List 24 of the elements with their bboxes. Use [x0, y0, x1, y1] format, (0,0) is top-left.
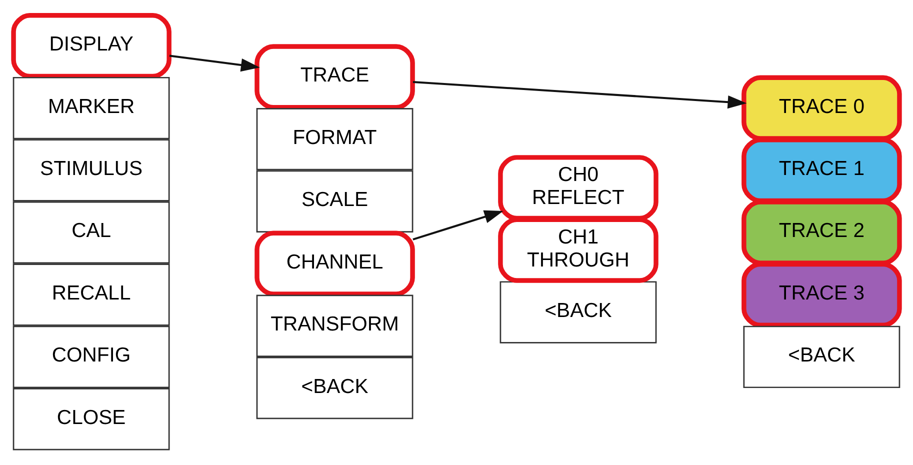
node-box: CH0 REFLECT: [498, 155, 658, 221]
node-box: <BACK: [256, 356, 414, 420]
node-box: STIMULUS: [12, 139, 170, 202]
node-box: FORMAT: [256, 108, 414, 170]
node-box: RECALL: [12, 264, 170, 326]
node-box: CAL: [12, 201, 170, 264]
node-box: TRACE 2: [742, 200, 902, 266]
node-box: CHANNEL: [254, 230, 415, 296]
node-box: CONFIG: [12, 326, 170, 388]
node-box: TRACE: [254, 44, 415, 110]
node-box: <BACK: [743, 326, 900, 388]
node-box: MARKER: [12, 76, 170, 140]
node-box: CH1 THROUGH: [498, 217, 658, 283]
node-box: TRACE 3: [742, 262, 902, 328]
arrow: [169, 54, 260, 72]
node-box: DISPLAY: [11, 13, 172, 79]
node-box: <BACK: [500, 281, 657, 344]
node-box: SCALE: [256, 170, 414, 232]
node-box: TRACE 0: [742, 75, 902, 141]
arrow: [412, 80, 747, 109]
node-box: CLOSE: [12, 388, 170, 450]
node-box: TRANSFORM: [256, 294, 414, 357]
node-box: TRACE 1: [742, 137, 902, 204]
arrow: [412, 210, 504, 240]
